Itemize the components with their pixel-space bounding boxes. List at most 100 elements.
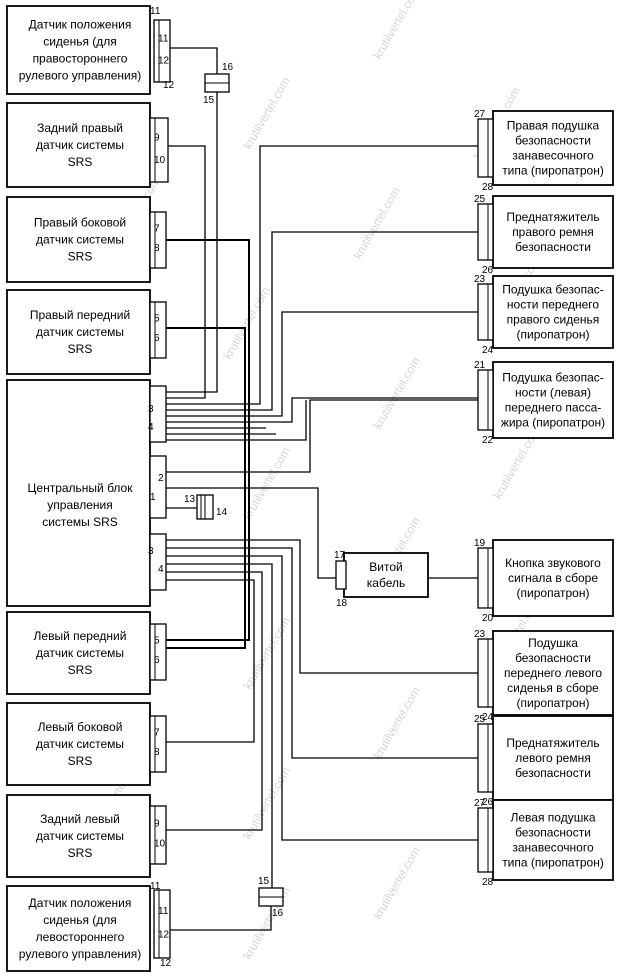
connector [335,560,347,590]
wire [166,547,478,759]
component-label-line: переднего пасса- [505,401,602,415]
component-box [6,885,151,972]
component-label-line: Подушка безопас- [502,283,604,297]
component-box [6,196,151,283]
wire [166,487,336,579]
component-label-line: SRS [68,342,93,356]
component-label-line: безопасности [515,134,591,148]
component-box [6,702,151,786]
pin-number: 2 [158,473,164,484]
component-label-line: кабель [367,576,405,590]
pin-number: 22 [482,435,494,446]
pin-number: 10 [154,839,166,850]
connector [477,118,494,178]
wire [166,571,263,831]
component-label-line: датчик системы [36,233,124,247]
wires [166,47,478,931]
pin-number: 24 [482,712,494,723]
component-label-line: левостороннего [36,930,125,944]
component-box [492,539,614,617]
watermark-text: krutilvertel.com [240,75,292,152]
component-label-line: Подушка безопас- [502,371,604,385]
connector [477,369,494,431]
pin-number: 12 [158,930,170,941]
component-label-line: ности переднего [507,298,600,312]
component-label-line: Задний правый [37,121,123,135]
pin-number: 13 [184,494,196,505]
component-label-line: Левый боковой [38,720,123,734]
pin-number: 9 [154,132,160,143]
wire [166,579,255,743]
connector [153,19,171,83]
component-label-line: Левый передний [34,629,127,643]
component-label-line: занавесочного [512,841,594,855]
component-label-line: правого ремня [512,225,594,239]
connector [149,117,169,183]
pin-number: 27 [474,109,486,120]
connector [149,715,167,773]
pin-number: 8 [154,243,160,254]
component-label-line: SRS [68,754,93,768]
component-box [6,5,151,95]
component-box [492,361,614,439]
watermark-text: krutilvertel.com [370,0,422,62]
watermark-text: krutilvertel.com [220,285,272,362]
pin-number: 3 [148,404,154,415]
wire [166,555,478,841]
component-label-line: Витой [369,560,402,574]
component-label-line: SRS [68,846,93,860]
component-label-line: левого ремня [515,751,590,765]
watermark-text: krutilvertel.com [350,185,402,262]
connector [149,301,167,359]
wire [166,92,218,393]
wire [166,399,478,473]
connector [477,203,494,261]
pin-number: 26 [482,797,494,808]
component-label-line: правостороннего [33,52,128,66]
component-label-line: сиденья (для [43,35,117,49]
component-label-line: Подушка [528,636,578,650]
component-label-line: датчик системы [36,737,124,751]
connector [149,805,167,865]
component-box [6,611,151,695]
right-component: Правая подушкабезопасностизанавесочногот… [474,109,614,193]
pin-number: 10 [154,155,166,166]
component-label-line: датчик системы [36,325,124,339]
connector-a [149,385,167,443]
spiral-cable-box [343,552,429,598]
component-label-line: Левая подушка [510,811,595,825]
pin-number: 24 [482,345,494,356]
pin-number: 18 [336,598,348,609]
wire [166,400,307,441]
connector [477,638,494,708]
component-label-line: Правая подушка [507,119,600,133]
component-label-line: безопасности [515,240,591,254]
component-box [492,195,614,269]
component-box [492,799,614,881]
component-label-line: типа (пиропатрон) [502,856,604,870]
wire [166,397,478,423]
pin-number: 25 [474,194,486,205]
pin-number: 14 [216,507,228,518]
component-label-line: занавесочного [512,149,594,163]
component-label-line: типа (пиропатрон) [502,164,604,178]
right-component: Левая подушкабезопасностизанавесочноготи… [474,798,614,888]
component-label-line: Кнопка звукового [505,556,601,570]
pin-number: 15 [203,95,215,106]
pin-number: 7 [154,728,160,739]
component-label-line: (пиропатрон) [517,696,590,710]
component-label-line: датчик системы [36,829,124,843]
pin-number: 12 [163,80,175,91]
pin-number: 27 [474,798,486,809]
connector [477,547,494,609]
